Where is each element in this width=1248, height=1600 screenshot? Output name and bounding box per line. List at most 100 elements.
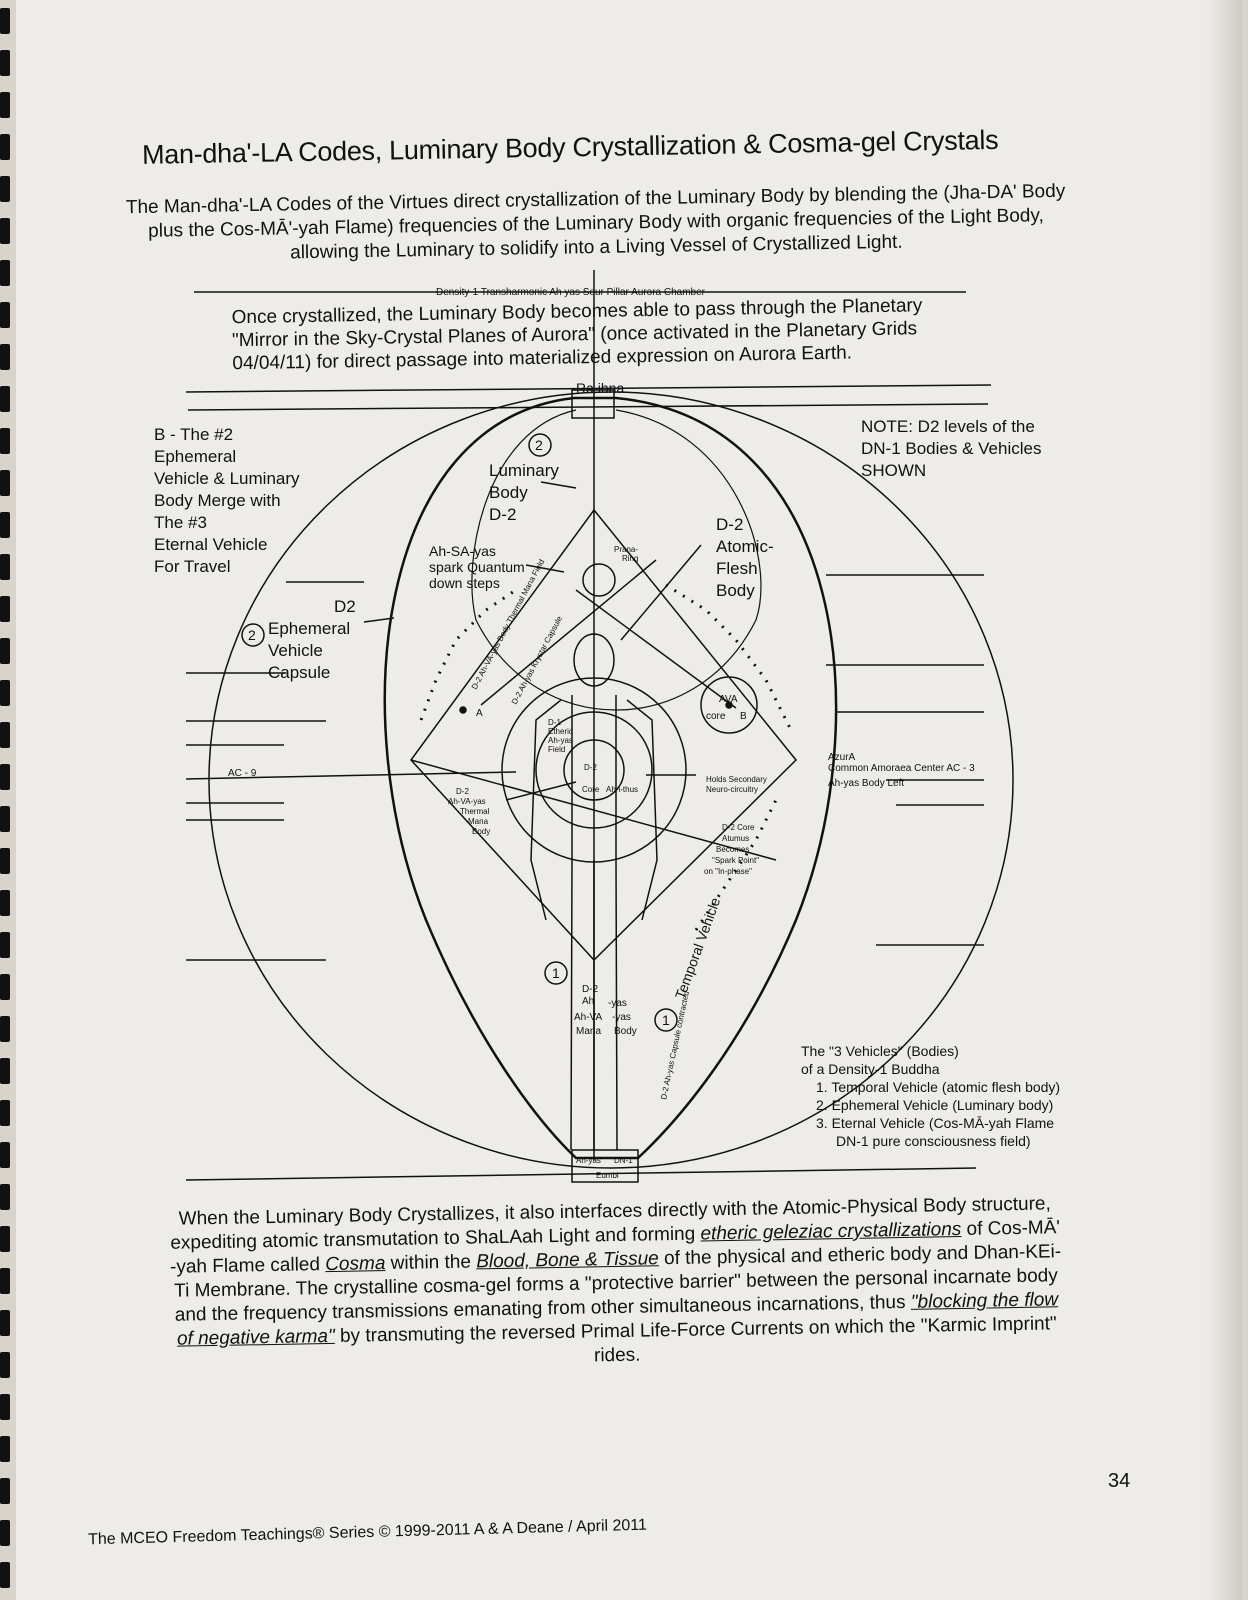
svg-text:DN-1: DN-1 <box>614 1156 633 1165</box>
binding-ring <box>0 680 10 706</box>
ac9-label: AC - 9 <box>228 768 257 779</box>
svg-text:D-2: D-2 <box>489 505 516 524</box>
ahi-inner-label: Ah-i-thus <box>606 785 638 794</box>
binding-ring <box>0 1436 10 1462</box>
svg-text:Body: Body <box>489 483 528 502</box>
binding-ring <box>0 1478 10 1504</box>
svg-text:down steps: down steps <box>429 575 500 591</box>
svg-text:Mana: Mana <box>576 1026 601 1037</box>
binding-ring <box>0 512 10 538</box>
svg-text:"Spark Point": "Spark Point" <box>712 856 759 865</box>
circled-2-top: 2 <box>535 437 543 453</box>
svg-text:D-2: D-2 <box>456 787 469 796</box>
svg-text:Ah-SA-yas: Ah-SA-yas <box>429 543 496 559</box>
svg-text:Ah-VA: Ah-VA <box>574 1012 602 1023</box>
thermal-mana-body-label: D-2 Ah-VA-yas Thermal Mana Body <box>448 787 490 836</box>
binding-ring <box>0 1100 10 1126</box>
svg-text:Vehicle: Vehicle <box>268 641 323 660</box>
binding-ring <box>0 1352 10 1378</box>
binding-ring <box>0 470 10 496</box>
ava-label: AVA <box>719 694 738 705</box>
svg-text:Field: Field <box>548 745 565 754</box>
svg-text:on "In-phase": on "In-phase" <box>704 867 752 876</box>
svg-text:Capsule: Capsule <box>268 663 330 682</box>
atomic-flesh-body-label: D-2 Atomic- Flesh Body <box>716 515 774 600</box>
svg-text:DN-1 Bodies & Vehicles: DN-1 Bodies & Vehicles <box>861 439 1041 458</box>
core-label: core <box>706 711 726 722</box>
bottom-box-labels: Ah-yas DN-1 Eumbi <box>576 1156 633 1180</box>
temporal-vehicle-label: Temporal Vehicle <box>672 895 724 1001</box>
binding-ring <box>0 1394 10 1420</box>
svg-text:D-2: D-2 <box>716 515 743 534</box>
contracted-capsule-label: D-2 Ah-yas Capsule contracted <box>659 990 691 1100</box>
svg-text:Vehicle & Luminary: Vehicle & Luminary <box>154 469 300 488</box>
svg-text:Atumus: Atumus <box>722 834 749 843</box>
svg-text:For Travel: For Travel <box>154 557 231 576</box>
binding-ring <box>0 50 10 76</box>
top-chamber-label: Density-1 Transharmonic Ah yas Seur Pill… <box>436 287 706 298</box>
ephemeral-capsule-label: D2 Ephemeral Vehicle Capsule <box>268 597 356 682</box>
d2-inner-label: D-2 <box>584 763 597 772</box>
svg-text:Atomic-: Atomic- <box>716 537 774 556</box>
a-point-label: A <box>476 708 483 719</box>
luminary-body-diagram: Density-1 Transharmonic Ah yas Seur Pill… <box>154 270 1060 1183</box>
svg-text:Eumbi: Eumbi <box>596 1171 619 1180</box>
svg-text:Body: Body <box>472 827 490 836</box>
ahsa-label: Ah-SA-yas spark Quantum down steps <box>429 543 525 591</box>
b-label: B - The #2 Ephemeral Vehicle & Luminary … <box>154 425 300 576</box>
binding-ring <box>0 176 10 202</box>
svg-text:DN-1 pure consciousness field): DN-1 pure consciousness field) <box>836 1133 1031 1149</box>
holds-label: Holds Secondary Neuro-circuitry <box>706 775 767 794</box>
binding-ring <box>0 974 10 1000</box>
svg-text:spark Quantum: spark Quantum <box>429 559 525 575</box>
binding-ring <box>0 1142 10 1168</box>
svg-text:Prana-: Prana- <box>614 545 638 554</box>
cosma-term: Cosma <box>325 1253 386 1276</box>
top-box-label: Ra ihna <box>576 380 624 396</box>
svg-text:D2: D2 <box>334 597 356 616</box>
svg-text:Neuro-circuitry: Neuro-circuitry <box>706 785 758 794</box>
binding-ring <box>0 260 10 286</box>
azura-label: AzurA Common Amoraea Center AC - 3 Ah-ya… <box>828 752 975 789</box>
svg-text:Etheric: Etheric <box>548 727 573 736</box>
etheric-geleziac-link: etheric geleziac crystallizations <box>700 1218 962 1245</box>
svg-text:Body: Body <box>716 581 755 600</box>
svg-text:Ah: Ah <box>582 996 594 1007</box>
binding-ring <box>0 932 10 958</box>
blood-bone-tissue-term: Blood, Bone & Tissue <box>476 1248 659 1273</box>
binding-ring <box>0 302 10 328</box>
prana-ring-label: Prana- Ring <box>614 545 638 563</box>
note-label: NOTE: D2 levels of the DN-1 Bodies & Veh… <box>861 417 1041 480</box>
svg-text:D-2: D-2 <box>582 984 599 995</box>
svg-text:Becomes: Becomes <box>716 845 749 854</box>
svg-text:1. Temporal Vehicle (atomic f: 1. Temporal Vehicle (atomic flesh body) <box>816 1079 1060 1095</box>
binding-ring <box>0 1016 10 1042</box>
svg-text:3. Eternal Vehicle (Cos-MĀ-ya: 3. Eternal Vehicle (Cos-MĀ-yah Flame <box>816 1115 1054 1131</box>
svg-text:Ah-VA-yas: Ah-VA-yas <box>448 797 486 806</box>
svg-text:AzurA: AzurA <box>828 752 856 763</box>
binding-ring <box>0 1268 10 1294</box>
binding-ring <box>0 596 10 622</box>
binding-ring <box>0 890 10 916</box>
luminary-body-label: Luminary Body D-2 <box>489 461 559 524</box>
svg-text:Ah-yas: Ah-yas <box>576 1156 601 1165</box>
svg-text:Ring: Ring <box>622 554 638 563</box>
svg-text:Body: Body <box>614 1026 637 1037</box>
svg-text:Eternal Vehicle: Eternal Vehicle <box>154 535 267 554</box>
binding-ring <box>0 1310 10 1336</box>
binding-ring <box>0 638 10 664</box>
binding-ring <box>0 344 10 370</box>
page-number: 34 <box>1108 1470 1131 1492</box>
svg-text:of a Density-1 Buddha: of a Density-1 Buddha <box>801 1061 940 1077</box>
binding-ring <box>0 8 10 34</box>
svg-text:The "3 Vehicles" (Bodies): The "3 Vehicles" (Bodies) <box>801 1043 959 1059</box>
circled-1-left: 1 <box>552 965 560 981</box>
page-edge-shadow <box>1206 0 1242 1600</box>
svg-text:Body Merge with: Body Merge with <box>154 491 281 510</box>
svg-text:SHOWN: SHOWN <box>861 461 926 480</box>
b-point-label: B <box>740 711 747 722</box>
svg-text:Mana: Mana <box>468 817 489 826</box>
binding-ring <box>0 428 10 454</box>
binding-ring <box>0 1058 10 1084</box>
binding-ring <box>0 806 10 832</box>
